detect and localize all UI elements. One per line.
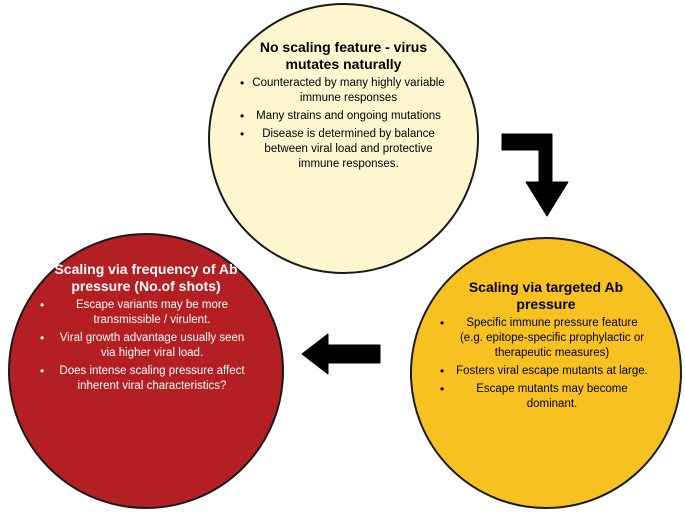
right-circle-bullet: Specific immune pressure feature (e.g. e… <box>440 316 652 361</box>
arrow-left-icon <box>301 333 381 375</box>
right-circle-title: Scaling via targeted Ab pressure <box>468 279 624 312</box>
left-circle-bullet: Escape variants may be more transmissibl… <box>40 298 252 328</box>
top-circle-bullet: Counteracted by many highly variable imm… <box>240 76 447 106</box>
right-circle-bullets: Specific immune pressure feature (e.g. e… <box>440 316 652 415</box>
left-circle-bullet: Viral growth advantage usually seen via … <box>40 331 252 361</box>
top-circle: No scaling feature - virus mutates natur… <box>208 3 479 274</box>
right-circle-bullet: Escape mutants may become dominant. <box>440 382 652 412</box>
left-circle-bullet: Does intense scaling pressure affect inh… <box>40 364 252 394</box>
left-circle: Scaling via frequency of Ab pressure (No… <box>8 233 284 509</box>
top-circle-title: No scaling feature - virus mutates natur… <box>259 39 428 72</box>
top-circle-bullet: Disease is determined by balance between… <box>240 127 447 172</box>
right-circle-bullet: Fosters viral escape mutants at large. <box>440 364 652 379</box>
right-circle: Scaling via targeted Ab pressure Specifi… <box>410 237 682 509</box>
top-circle-bullet: Many strains and ongoing mutations <box>240 109 447 124</box>
curved-arrow-down-right-icon <box>501 133 569 217</box>
top-circle-bullets: Counteracted by many highly variable imm… <box>240 76 447 175</box>
left-circle-title: Scaling via frequency of Ab pressure (No… <box>54 261 238 294</box>
left-circle-bullets: Escape variants may be more transmissibl… <box>40 298 252 397</box>
